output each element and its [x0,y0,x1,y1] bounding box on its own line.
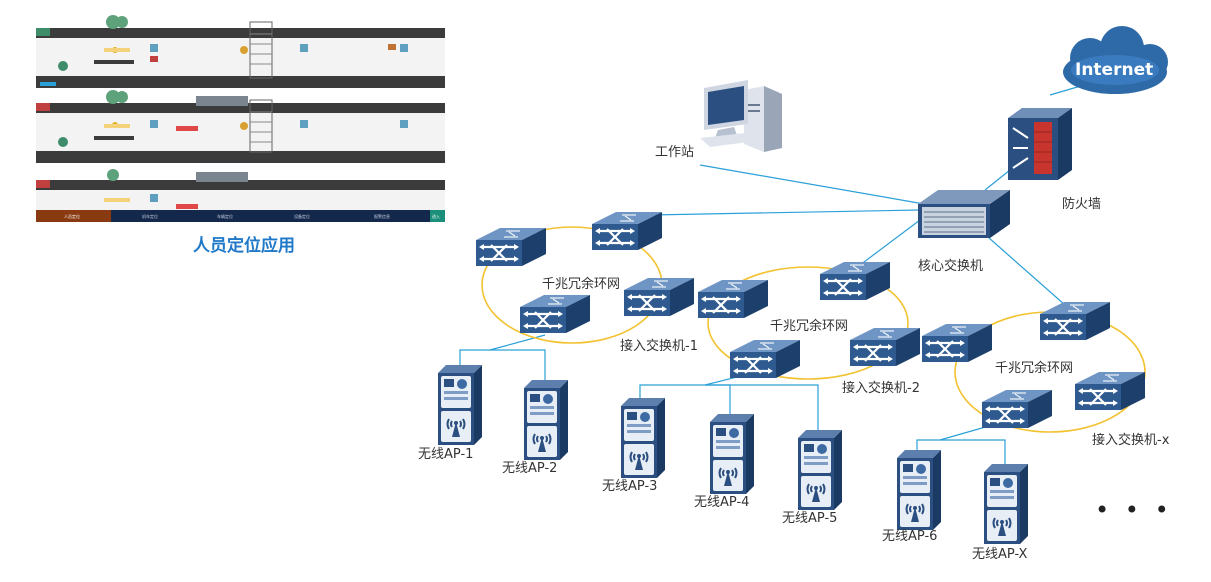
ap-5-label: 无线AP-5 [782,511,837,526]
access-switch-1-icon [518,293,592,335]
switch-ring3-a [920,322,994,364]
ap-4-icon [709,413,755,495]
ap-1-label: 无线AP-1 [418,447,473,462]
nav-tab-2[interactable]: 机车定位 [142,213,158,219]
ap-2-label: 无线AP-2 [502,461,557,476]
firewall-icon [1008,108,1072,180]
nav-tab-5[interactable]: 报警信息 [374,213,390,219]
workstation-label: 工作站 [655,145,694,160]
ring-1-label: 千兆冗余环网 [542,276,620,292]
switch-ring3-b [1038,300,1112,342]
access-switch-2-label: 接入交换机-2 [842,380,920,396]
internet-label: Internet [1075,60,1153,80]
nav-tab-enter[interactable] [430,210,445,222]
firewall-label: 防火墙 [1062,196,1101,212]
ellipsis: • • • [1095,496,1173,524]
access-switch-x-label: 接入交换机-x [1092,432,1170,448]
ring-2 [707,266,909,380]
app-nav-bar: 人员定位 机车定位 车辆定位 设备定位 报警信息 进入 [36,210,445,222]
access-switch-2-icon [728,338,802,380]
ap-x-icon [983,463,1029,545]
location-strip-1 [36,15,445,88]
ap-4-label: 无线AP-4 [694,495,749,510]
nav-tab-active[interactable] [36,210,111,222]
core-switch-icon [918,190,1010,238]
switch-ring1-a [474,226,548,268]
location-strip-3 [36,169,445,210]
ap-x-label: 无线AP-X [972,547,1027,562]
nav-tab-1[interactable]: 人员定位 [64,213,80,219]
network-links [459,77,1109,465]
ap-1-icon [437,364,483,446]
switch-ring2-c [848,326,922,368]
app-title: 人员定位应用 [193,235,295,256]
switch-ring2-a [696,278,770,320]
app-screenshot-panel: 人员定位 机车定位 车辆定位 设备定位 报警信息 进入 人员定位应用 [36,15,445,256]
ap-3-icon [620,397,666,479]
switch-ring3-c [1073,370,1147,412]
ring-2-label: 千兆冗余环网 [770,318,848,334]
workstation-icon [700,80,782,152]
switch-ring1-b [590,210,664,252]
ap-3-label: 无线AP-3 [602,479,657,494]
nav-tab-4[interactable]: 设备定位 [294,213,310,219]
ap-6-label: 无线AP-6 [882,529,937,544]
access-switch-1-label: 接入交换机-1 [620,338,698,354]
switch-ring1-c [622,276,696,318]
ring-3-label: 千兆冗余环网 [995,360,1073,376]
ap-6-icon [896,449,942,531]
internet-cloud: Internet [1063,26,1168,94]
location-strip-2 [36,90,445,163]
ap-5-icon [797,429,843,511]
ap-2-icon [523,379,569,461]
core-switch-label: 核心交换机 [918,258,983,274]
access-switch-x-icon [980,388,1054,430]
nav-tab-3[interactable]: 车辆定位 [217,213,233,219]
nav-tab-6[interactable]: 进入 [432,213,440,219]
